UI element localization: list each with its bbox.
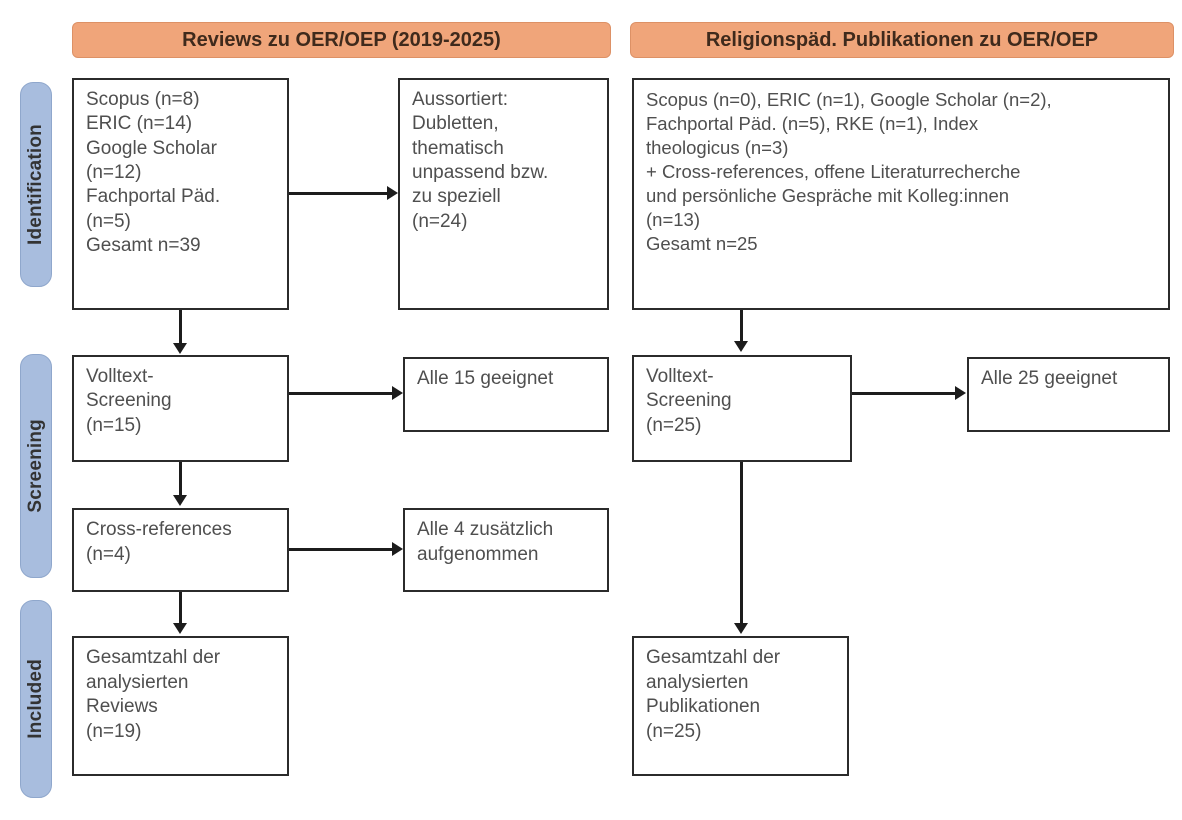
arrowhead-left-sources-to-excluded: [387, 186, 398, 200]
stage-label-identification: Identification: [25, 123, 46, 246]
connector-left-sources-to-excluded: [289, 192, 389, 195]
stage-label-screening: Screening: [25, 419, 46, 513]
box-left-included: Gesamtzahl der analysierten Reviews (n=1…: [72, 636, 289, 776]
stage-pill-included: Included: [20, 600, 52, 798]
banner-right-column: Religionspäd. Publikationen zu OER/OEP: [630, 22, 1174, 58]
box-left-identification-sources-text: Scopus (n=8) ERIC (n=14) Google Scholar …: [86, 89, 221, 256]
stage-label-included: Included: [25, 659, 46, 739]
arrowhead-left-sources-to-screening: [173, 343, 187, 354]
connector-right-screening-to-result: [852, 392, 957, 395]
box-left-crossrefs: Cross-references (n=4): [72, 508, 289, 592]
box-left-screening-result: Alle 15 geeignet: [403, 357, 609, 432]
box-right-identification-sources: Scopus (n=0), ERIC (n=1), Google Scholar…: [632, 78, 1170, 310]
box-left-excluded-text: Aussortiert: Dubletten, thematisch unpas…: [412, 89, 549, 232]
banner-left-column: Reviews zu OER/OEP (2019-2025): [72, 22, 611, 58]
arrowhead-left-screening-to-crossrefs: [173, 495, 187, 506]
box-left-crossrefs-result-text: Alle 4 zusätzlich aufgenommen: [417, 519, 554, 565]
connector-left-sources-to-screening: [179, 310, 182, 345]
connector-right-sources-to-screening: [740, 310, 743, 343]
connector-left-screening-to-crossrefs: [179, 462, 182, 497]
box-left-screening-result-text: Alle 15 geeignet: [417, 368, 554, 389]
arrowhead-left-screening-to-result: [392, 386, 403, 400]
box-right-identification-sources-text: Scopus (n=0), ERIC (n=1), Google Scholar…: [646, 89, 1052, 255]
box-left-crossrefs-text: Cross-references (n=4): [86, 519, 232, 565]
connector-left-crossrefs-to-result: [289, 548, 394, 551]
box-left-screening-text: Volltext- Screening (n=15): [86, 366, 172, 436]
banner-left-label: Reviews zu OER/OEP (2019-2025): [182, 28, 501, 51]
stage-pill-screening: Screening: [20, 354, 52, 578]
connector-left-crossrefs-to-included: [179, 592, 182, 625]
box-left-included-text: Gesamtzahl der analysierten Reviews (n=1…: [86, 647, 221, 743]
arrowhead-right-screening-to-included: [734, 623, 748, 634]
box-right-included: Gesamtzahl der analysierten Publikatione…: [632, 636, 849, 776]
arrowhead-right-sources-to-screening: [734, 341, 748, 352]
box-right-screening-text: Volltext- Screening (n=25): [646, 366, 732, 436]
box-left-excluded: Aussortiert: Dubletten, thematisch unpas…: [398, 78, 609, 310]
stage-pill-identification: Identification: [20, 82, 52, 287]
connector-right-screening-to-included: [740, 462, 743, 625]
box-right-screening-result-text: Alle 25 geeignet: [981, 368, 1118, 389]
box-right-screening-result: Alle 25 geeignet: [967, 357, 1170, 432]
box-right-included-text: Gesamtzahl der analysierten Publikatione…: [646, 647, 781, 743]
arrowhead-right-screening-to-result: [955, 386, 966, 400]
box-left-crossrefs-result: Alle 4 zusätzlich aufgenommen: [403, 508, 609, 592]
box-right-screening: Volltext- Screening (n=25): [632, 355, 852, 462]
box-left-identification-sources: Scopus (n=8) ERIC (n=14) Google Scholar …: [72, 78, 289, 310]
banner-right-label: Religionspäd. Publikationen zu OER/OEP: [705, 28, 1099, 51]
arrowhead-left-crossrefs-to-result: [392, 542, 403, 556]
box-left-screening: Volltext- Screening (n=15): [72, 355, 289, 462]
connector-left-screening-to-result: [289, 392, 394, 395]
arrowhead-left-crossrefs-to-included: [173, 623, 187, 634]
